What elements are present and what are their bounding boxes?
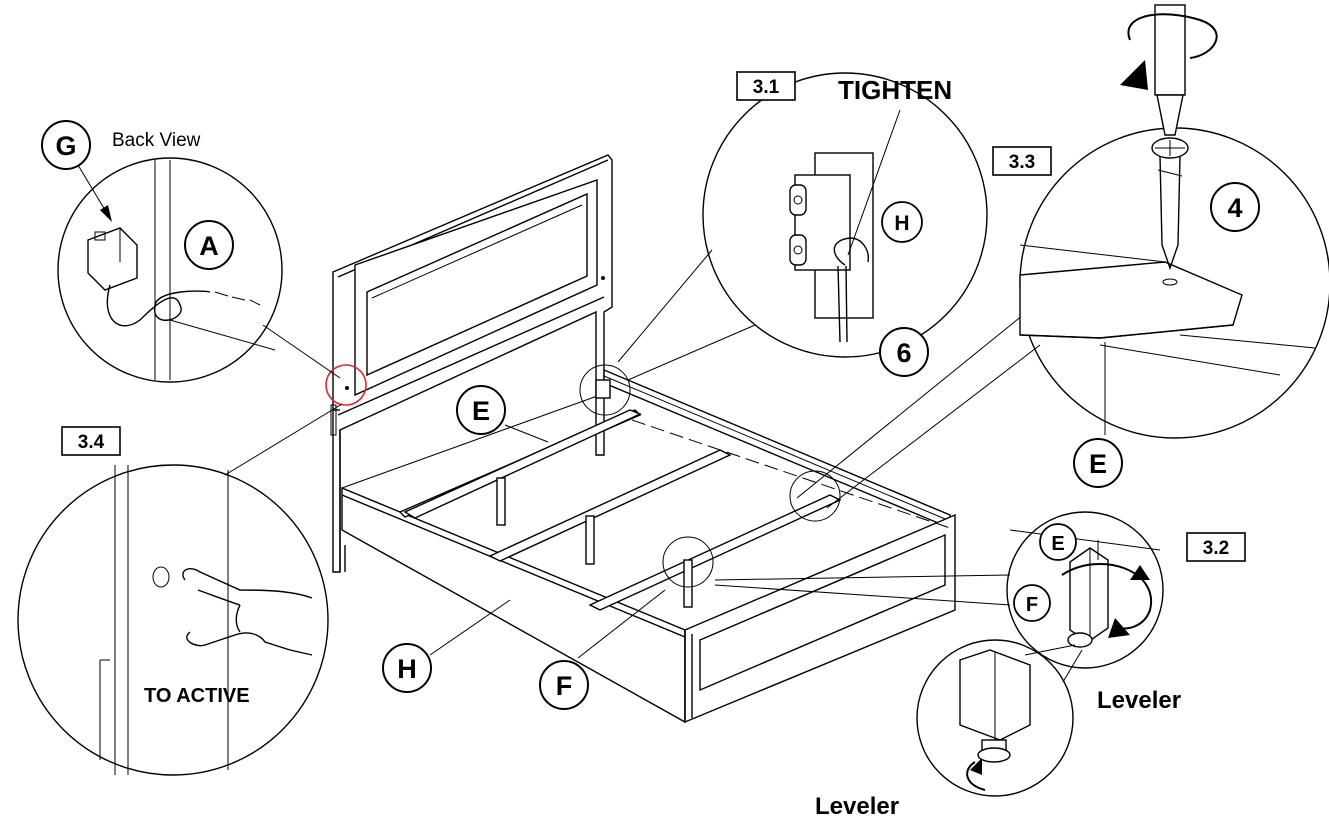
- to-active-text: TO ACTIVE: [144, 685, 250, 707]
- label-circle-a: A: [184, 220, 234, 270]
- label-text: 4: [1227, 193, 1242, 223]
- step-label: 3.4: [78, 432, 105, 453]
- step-box-3-2: 3.2: [1186, 532, 1246, 562]
- bed-assembly: [325, 154, 956, 724]
- side-rail: [603, 368, 951, 530]
- label-circle-h-detail: H: [881, 201, 923, 243]
- label-text: F: [1026, 594, 1038, 616]
- label-text: G: [55, 131, 76, 161]
- step-label: 3.1: [753, 77, 780, 98]
- label-circle-6: 6: [879, 327, 929, 377]
- label-circle-e-detail33: E: [1073, 438, 1123, 488]
- slats: [403, 409, 842, 611]
- label-text: H: [894, 212, 909, 235]
- headboard: [330, 154, 613, 573]
- footboard: [341, 394, 956, 724]
- label-circle-4: 4: [1210, 182, 1260, 232]
- label-text: E: [472, 396, 490, 426]
- step-box-3-4: 3.4: [61, 426, 121, 456]
- leveler-label-bottom: Leveler: [815, 793, 899, 820]
- step-label: 3.3: [1009, 152, 1035, 173]
- leveler-label-right: Leveler: [1097, 687, 1181, 714]
- detail-3-3: [796, 4, 1329, 509]
- step-box-3-3: 3.3: [992, 146, 1052, 176]
- highlight-circle: [325, 364, 367, 406]
- detail-3-1: [617, 72, 988, 381]
- label-circle-e-main: E: [456, 385, 506, 435]
- detail-3-2: [714, 511, 1164, 797]
- label-text: H: [397, 654, 417, 684]
- label-circle-f-main: F: [539, 660, 589, 710]
- label-circle-f-detail32: F: [1013, 584, 1051, 622]
- detail-back-view: [57, 154, 341, 383]
- support-legs: [496, 477, 693, 608]
- label-text: 6: [896, 338, 911, 368]
- label-text: E: [1051, 533, 1064, 555]
- label-circle-g: G: [41, 120, 91, 170]
- label-text: F: [556, 671, 573, 701]
- step-box-3-1: 3.1: [736, 71, 796, 101]
- back-view-text: Back View: [112, 130, 201, 151]
- label-text: A: [199, 231, 219, 261]
- tighten-text: TIGHTEN: [838, 75, 952, 105]
- detail-3-4: [17, 403, 343, 776]
- label-circle-e-detail32: E: [1039, 523, 1077, 561]
- step-label: 3.2: [1203, 538, 1229, 559]
- label-circle-h-main: H: [382, 643, 432, 693]
- label-text: E: [1089, 449, 1107, 479]
